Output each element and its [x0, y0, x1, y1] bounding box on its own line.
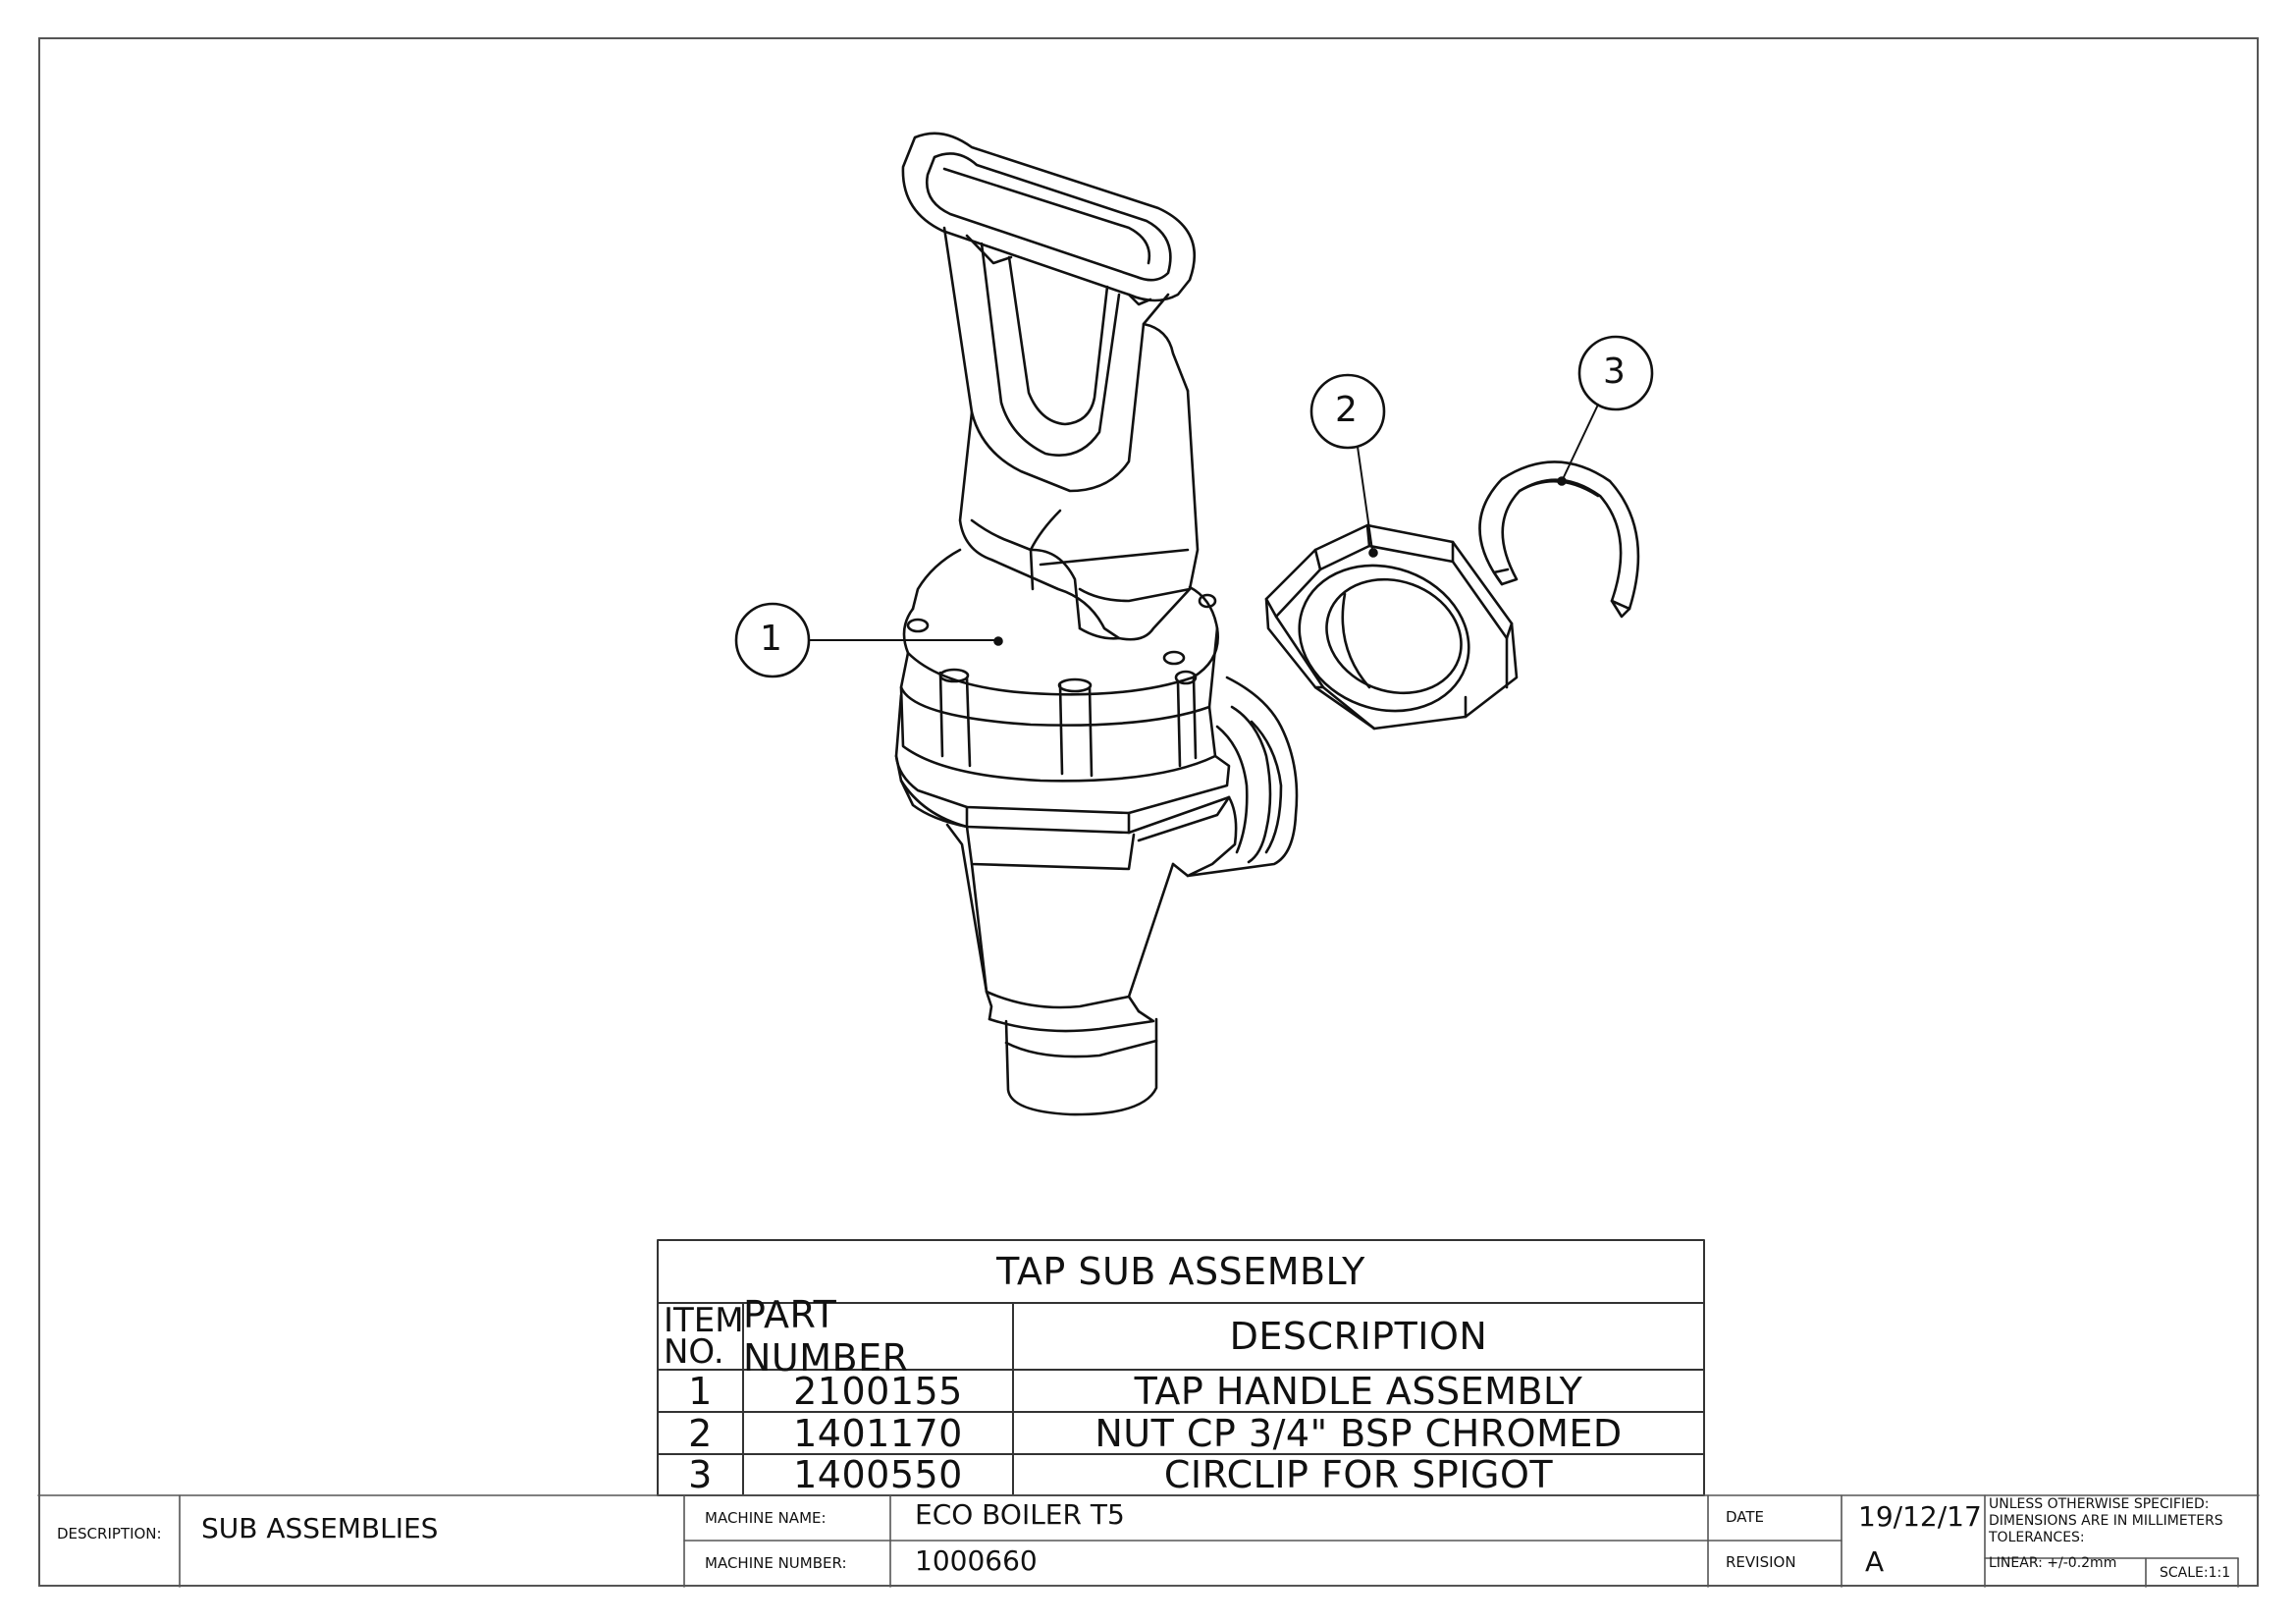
drawing-sheet-border [38, 37, 2259, 1587]
callout-balloons [734, 335, 1654, 678]
machine-number-label: MACHINE NUMBER: [705, 1554, 847, 1572]
balloon-3-circle [1577, 335, 1654, 411]
bom-title: TAP SUB ASSEMBLY [996, 1250, 1365, 1293]
bom-header-item-line2: NO. [664, 1332, 724, 1372]
bom-header-item-line1: ITEM [664, 1301, 744, 1340]
title-block-lines [37, 1494, 2260, 1588]
tap-handle-assembly-drawing [894, 132, 1299, 1116]
date-label: DATE [1726, 1508, 1765, 1526]
machine-number-value: 1000660 [915, 1544, 1038, 1577]
bom-row-2-item: 2 [688, 1411, 713, 1455]
leader-1-dot [993, 636, 1003, 646]
balloon-1-label: 1 [760, 619, 782, 659]
bom-header-description: DESCRIPTION [1229, 1315, 1488, 1358]
description-label: DESCRIPTION: [57, 1525, 162, 1543]
date-value: 19/12/17 [1858, 1500, 1982, 1533]
bom-row-2-desc: NUT CP 3/4" BSP CHROMED [1095, 1411, 1623, 1455]
notes-line-1: UNLESS OTHERWISE SPECIFIED: [1989, 1496, 2210, 1512]
notes-line-2: DIMENSIONS ARE IN MILLIMETERS [1989, 1513, 2223, 1529]
balloon-3-label: 3 [1603, 352, 1626, 392]
bom-row-1-desc: TAP HANDLE ASSEMBLY [1134, 1369, 1583, 1413]
bom-row-3-part: 1400550 [793, 1453, 963, 1496]
revision-value: A [1865, 1545, 1885, 1578]
bom-row-1-item: 1 [688, 1369, 713, 1413]
bom-row-3-item: 3 [688, 1453, 713, 1496]
tolerance-linear: LINEAR: +/-0.2mm [1989, 1555, 2117, 1571]
leader-2-dot [1368, 548, 1378, 558]
description-value: SUB ASSEMBLIES [201, 1512, 439, 1544]
circlip-drawing [1478, 460, 1640, 619]
balloon-2-label: 2 [1335, 390, 1358, 430]
bom-row-1-part: 2100155 [793, 1369, 963, 1413]
bom-row-3-desc: CIRCLIP FOR SPIGOT [1163, 1453, 1554, 1496]
leader-3-dot [1557, 476, 1567, 486]
bom-header-part-number: PART NUMBER [743, 1293, 909, 1380]
machine-name-label: MACHINE NAME: [705, 1509, 827, 1527]
balloon-2-circle [1309, 373, 1386, 450]
machine-name-value: ECO BOILER T5 [915, 1498, 1125, 1531]
hex-nut-drawing [1264, 523, 1519, 731]
notes-line-3: TOLERANCES: [1989, 1530, 2085, 1545]
bom-row-2-part: 1401170 [793, 1411, 963, 1455]
revision-label: REVISION [1726, 1553, 1796, 1571]
scale-value: SCALE:1:1 [2160, 1565, 2231, 1581]
bom-header-item: ITEM NO. [660, 1301, 744, 1372]
